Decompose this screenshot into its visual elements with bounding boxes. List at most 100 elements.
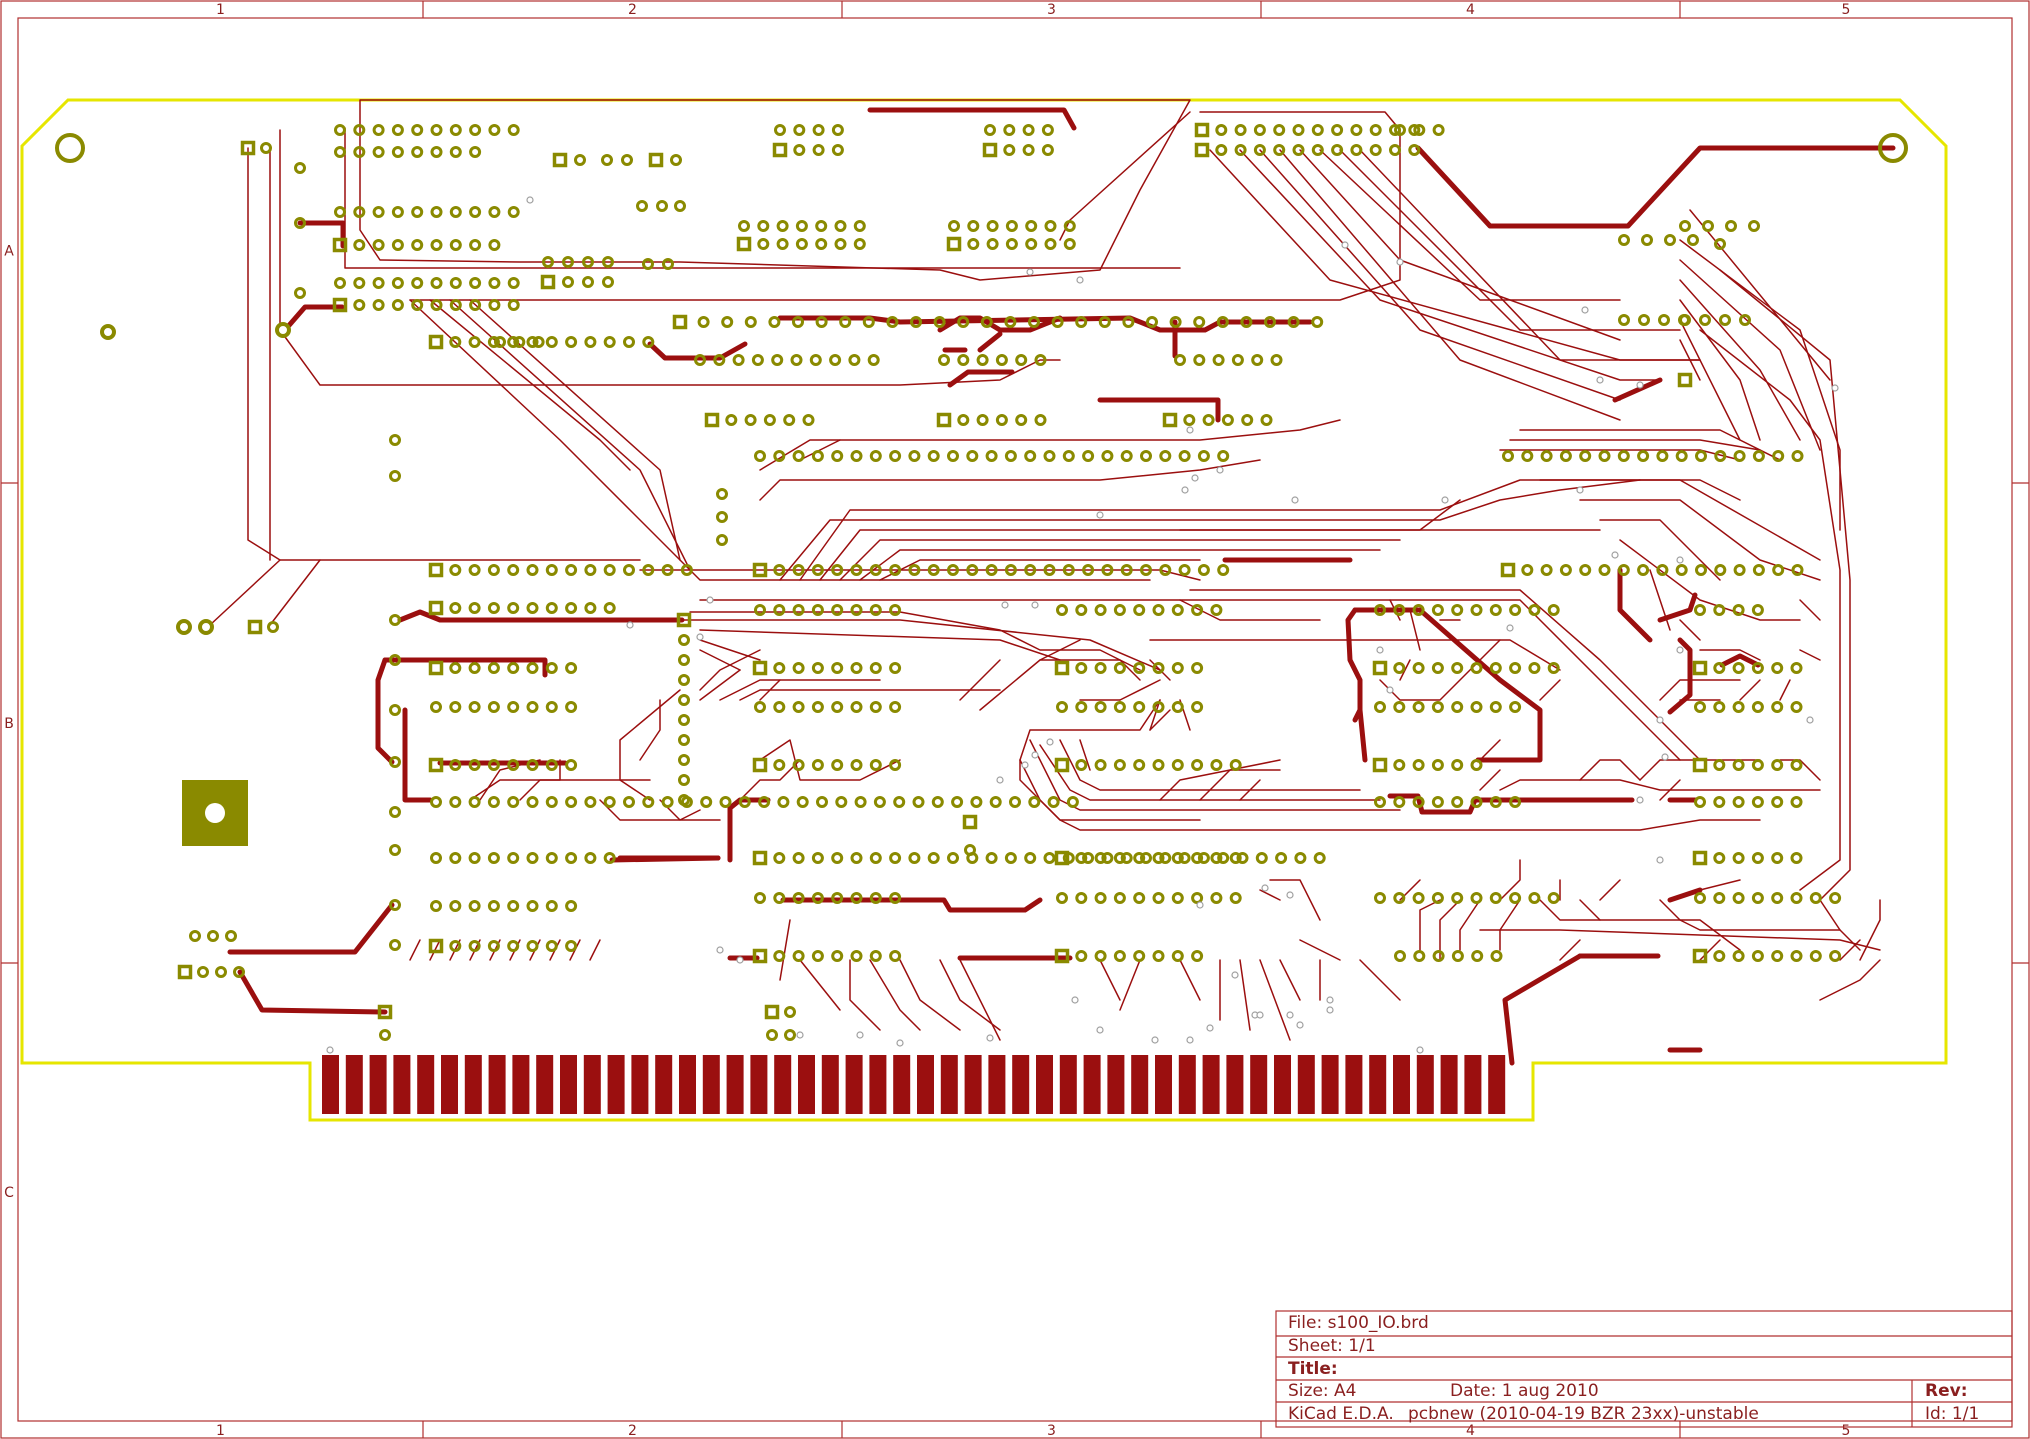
round-pad xyxy=(656,200,668,212)
round-pad xyxy=(1771,759,1784,771)
round-pad xyxy=(757,220,770,232)
round-pad xyxy=(1025,238,1038,250)
via xyxy=(1416,1046,1424,1054)
round-pad xyxy=(1791,564,1804,576)
round-pad xyxy=(1714,450,1727,462)
via xyxy=(1296,1021,1304,1029)
round-pad xyxy=(411,206,424,218)
round-pad xyxy=(957,354,970,366)
round-pad xyxy=(815,316,828,328)
square-pad xyxy=(1692,948,1708,964)
round-pad xyxy=(507,662,520,674)
round-pad xyxy=(469,146,482,158)
round-pad xyxy=(565,662,578,674)
via xyxy=(1196,901,1204,909)
round-pad xyxy=(834,238,847,250)
round-pad xyxy=(1540,564,1553,576)
title-block-sheet: Sheet: 1/1 xyxy=(1288,1336,1376,1356)
round-pad xyxy=(976,414,989,426)
round-pad xyxy=(1171,604,1184,616)
round-pad xyxy=(773,950,786,962)
round-pad xyxy=(1617,450,1630,462)
round-pad xyxy=(1022,144,1035,156)
round-pad xyxy=(507,701,520,713)
round-pad xyxy=(1431,662,1444,674)
round-pad xyxy=(811,564,824,576)
round-pad xyxy=(468,662,481,674)
round-pad xyxy=(678,714,690,726)
round-pad xyxy=(1004,316,1017,328)
round-pad xyxy=(391,146,404,158)
round-pad xyxy=(1063,220,1076,232)
via xyxy=(1581,306,1589,314)
via xyxy=(996,776,1004,784)
round-pad xyxy=(831,701,844,713)
round-pad xyxy=(784,1006,796,1018)
round-pad xyxy=(1191,662,1204,674)
round-pad xyxy=(1183,414,1196,426)
edge-finger xyxy=(845,1055,863,1114)
round-pad xyxy=(678,774,690,786)
round-pad xyxy=(372,206,385,218)
round-pad xyxy=(1043,450,1056,462)
round-pad xyxy=(507,206,520,218)
round-pad xyxy=(449,940,462,952)
edge-finger xyxy=(798,1055,815,1114)
round-pad xyxy=(1044,238,1057,250)
round-pad xyxy=(1694,604,1706,616)
square-pad xyxy=(428,334,444,350)
round-pad xyxy=(1637,564,1650,576)
round-pad xyxy=(1733,450,1746,462)
round-pad xyxy=(389,756,401,768)
via xyxy=(1256,1011,1264,1019)
round-pad xyxy=(1210,759,1223,771)
round-pad xyxy=(995,414,1008,426)
round-pad xyxy=(468,900,481,912)
round-pad xyxy=(831,144,844,156)
round-pad xyxy=(334,146,346,158)
round-pad xyxy=(1120,564,1133,576)
round-pad xyxy=(603,602,616,614)
round-pad xyxy=(889,950,902,962)
round-pad xyxy=(1113,604,1126,616)
round-pad xyxy=(867,354,880,366)
round-pad xyxy=(792,950,805,962)
round-pad xyxy=(1234,144,1247,156)
round-pad xyxy=(372,124,385,136)
round-pad xyxy=(1171,701,1184,713)
round-pad xyxy=(738,220,750,232)
round-pad xyxy=(776,220,789,232)
round-pad xyxy=(526,701,539,713)
row-ruler: ABC xyxy=(1,244,2029,1201)
square-pad xyxy=(1372,660,1388,676)
round-pad xyxy=(468,701,481,713)
round-pad xyxy=(411,239,424,251)
round-pad xyxy=(1113,759,1126,771)
via xyxy=(1291,496,1299,504)
via xyxy=(1656,856,1664,864)
round-pad xyxy=(487,336,500,348)
round-pad xyxy=(910,316,922,328)
round-pad xyxy=(545,602,558,614)
round-pad xyxy=(1273,144,1286,156)
round-pad xyxy=(1075,701,1088,713)
via xyxy=(1396,258,1404,266)
round-pad xyxy=(1547,604,1560,616)
round-pad xyxy=(1502,450,1514,462)
round-pad xyxy=(545,796,558,808)
round-pad xyxy=(1240,316,1253,328)
ruler-col-label: 3 xyxy=(1047,1423,1056,1439)
round-pad xyxy=(1509,662,1522,674)
edge-finger xyxy=(345,1055,363,1114)
via xyxy=(1636,381,1644,389)
round-pad xyxy=(811,450,824,462)
square-pad xyxy=(676,612,692,628)
round-pad xyxy=(1152,662,1165,674)
round-pad xyxy=(1229,759,1242,771)
via xyxy=(1071,996,1079,1004)
round-pad xyxy=(1041,124,1054,136)
round-pad xyxy=(754,701,766,713)
round-pad xyxy=(754,892,766,904)
round-pad xyxy=(1369,144,1382,156)
